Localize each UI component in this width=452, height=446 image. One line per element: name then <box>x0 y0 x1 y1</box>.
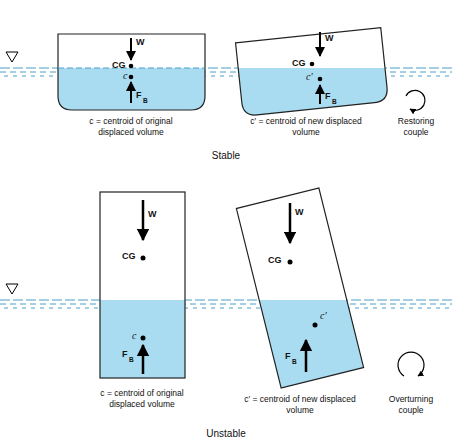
centroid-label: c′ <box>306 71 313 82</box>
centroid-label: c <box>123 70 127 81</box>
caption: c′ = centroid of new displaced volume <box>244 394 356 415</box>
overturning-couple-arrow <box>398 352 424 376</box>
panel-heading: Stable <box>212 150 240 161</box>
water-surface <box>0 300 452 308</box>
subscript-label: B <box>332 98 337 105</box>
caption: Overturning couple <box>378 394 444 415</box>
restoring-couple-arrow <box>406 90 425 110</box>
water-level-symbol <box>6 284 18 294</box>
subscript-label: B <box>292 358 297 365</box>
buoyancy-label: F <box>122 350 128 360</box>
weight-label: W <box>325 34 334 44</box>
center-of-gravity-label: CG <box>122 252 136 262</box>
block-upright <box>100 192 185 378</box>
centroid-label: c′ <box>320 310 327 321</box>
caption: c′ = centroid of new displaced volume <box>250 116 362 137</box>
barge-upright <box>58 34 205 110</box>
block-tilted <box>236 188 363 388</box>
weight-label: W <box>136 38 145 48</box>
buoyancy-label: F <box>285 352 291 362</box>
center-of-gravity-label: CG <box>292 59 306 69</box>
center-of-gravity-label: CG <box>268 256 282 266</box>
barge-tilted <box>236 28 389 117</box>
buoyancy-label: F <box>136 91 142 101</box>
caption: Restoring couple <box>386 116 446 137</box>
center-of-gravity-label: CG <box>112 61 126 71</box>
subscript-label: B <box>129 356 134 363</box>
weight-label: W <box>295 208 304 218</box>
subscript-label: B <box>143 97 148 104</box>
caption: c = centroid of original displaced volum… <box>86 388 198 409</box>
centroid-label: c <box>132 330 136 341</box>
buoyancy-label: F <box>325 92 331 102</box>
water-level-symbol <box>6 52 18 62</box>
weight-label: W <box>148 210 157 220</box>
panel-heading: Unstable <box>206 428 245 439</box>
caption: c = centroid of original displaced volum… <box>75 116 187 137</box>
